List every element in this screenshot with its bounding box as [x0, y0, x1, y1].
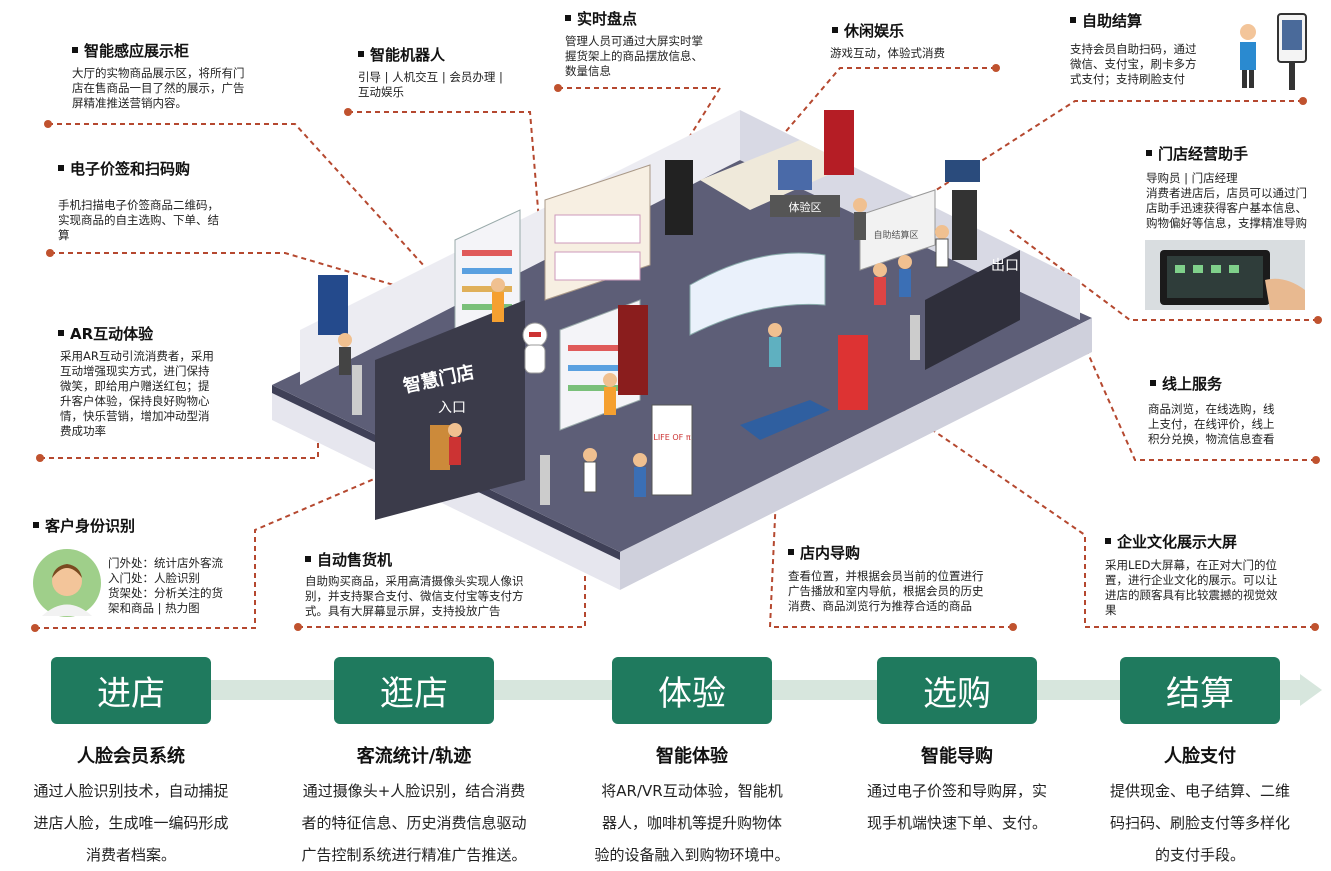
stage-desc-experience: 将AR/VR互动体验，智能机器人，咖啡机等提升购物体验的设备融入到购物环境中。	[594, 782, 790, 864]
stage-desc-select: 通过电子价签和导购屏，实现手机端快速下单、支付。	[866, 782, 1047, 832]
nav-screen	[651, 404, 693, 496]
stage-step-select: 选购	[877, 657, 1037, 724]
shelf-front	[559, 299, 648, 431]
feature-desc-e-label: 手机扫描电子价签商品二维码，实现商品的自主选购、下单、结算	[58, 198, 219, 242]
flow-arrow-icon	[1300, 674, 1322, 706]
exit-label: 出口	[991, 258, 1019, 274]
customer-avatar	[33, 549, 101, 617]
self-checkout-kiosk-image	[1240, 13, 1307, 90]
poster-label: LIFE OF π	[653, 433, 690, 442]
stage-title-browse: 客流统计/轨迹	[356, 746, 472, 767]
feature-title-smart-robot: 智能机器人	[358, 44, 445, 65]
feature-desc-smart-robot: 引导 | 人机交互 | 会员办理 |互动娱乐	[358, 70, 503, 99]
stage-step-experience: 体验	[612, 657, 772, 724]
shelf-center	[544, 164, 651, 301]
feature-desc-ar-interaction: 采用AR互动引流消费者，采用互动增强现实方式，进门保持微笑，即给用户赠送红包；提…	[60, 349, 214, 438]
feature-desc-store-assistant: 导购员 | 门店经理消费者进店后，店员可以通过门店助手迅速获得客户基本信息、购物…	[1146, 171, 1307, 230]
feature-title-culture-screen: 企业文化展示大屏	[1105, 531, 1237, 552]
feature-title-customer-id: 客户身份识别	[33, 515, 135, 536]
feature-desc-smart-showcase: 大厅的实物商品展示区，将所有门店在售商品一目了然的展示，广告屏精准推送营销内容。	[72, 66, 245, 110]
feature-title-vending: 自动售货机	[305, 549, 392, 570]
feature-desc-in-store-nav: 查看位置，并根据会员当前的位置进行广告播放和室内导航，根据会员的历史消费、商品浏…	[788, 569, 984, 613]
feature-title-ar-interaction: AR互动体验	[58, 323, 153, 344]
ar-screen	[318, 275, 348, 335]
feature-desc-self-checkout: 支持会员自助扫码，通过微信、支付宝，刷卡多方式支付；支持刷脸支付	[1070, 42, 1197, 86]
entrance-structure	[375, 300, 525, 520]
store-assistant-tablet-image	[1145, 240, 1305, 310]
feature-title-online-service: 线上服务	[1150, 373, 1222, 394]
feature-title-smart-showcase: 智能感应展示柜	[72, 40, 189, 61]
stage-desc-browse: 通过摄像头+人脸识别，结合消费者的特征信息、历史消费信息驱动广告控制系统进行精准…	[301, 782, 527, 864]
robot	[522, 322, 548, 374]
exit-structure	[925, 250, 1020, 370]
stage-title-experience: 智能体验	[656, 746, 728, 767]
feature-title-leisure: 休闲娱乐	[832, 20, 904, 41]
experience-zone-sign	[770, 195, 840, 217]
poster-board	[824, 110, 854, 175]
feature-desc-realtime-inventory: 管理人员可通过大屏实时掌握货架上的商品摆放信息、数量信息	[565, 34, 703, 78]
feature-title-store-assistant: 门店经营助手	[1146, 143, 1248, 164]
stage-step-enter: 进店	[51, 657, 211, 724]
stage-title-checkout: 人脸支付	[1164, 746, 1236, 767]
stage-desc-enter: 通过人脸识别技术，自动捕捉进店人脸，生成唯一编码形成消费者档案。	[33, 782, 229, 864]
feature-desc-leisure: 游戏互动，体验式消费	[830, 46, 945, 60]
feature-title-realtime-inventory: 实时盘点	[565, 8, 637, 29]
stage-step-checkout: 结算	[1120, 657, 1280, 724]
stage-title-select: 智能导购	[921, 746, 993, 767]
stage-desc-checkout: 提供现金、电子结算、二维码扫码、刷脸支付等多样化的支付手段。	[1109, 782, 1290, 864]
experience-zone-label: 体验区	[789, 200, 822, 214]
feature-title-self-checkout: 自助结算	[1070, 10, 1142, 31]
feature-title-e-label: 电子价签和扫码购	[58, 158, 190, 179]
feature-desc-culture-screen: 采用LED大屏幕，在正对大门的位置，进行企业文化的展示。可以让进店的顾客具有比较…	[1105, 558, 1278, 617]
feature-desc-vending: 自助购买商品，采用高清摄像头实现人像识别，并支持聚合支付、微信支付宝等支付方式。…	[305, 574, 524, 618]
stage-title-enter: 人脸会员系统	[77, 746, 185, 767]
self-checkout-sign: 自助结算区	[873, 229, 918, 241]
feature-title-in-store-nav: 店内导购	[788, 542, 860, 563]
entrance-label: 入口	[438, 400, 466, 416]
ad-board	[838, 335, 868, 410]
feature-desc-customer-id: 门外处：统计店外客流入门处：人脸识别货架处：分析关注的货架和商品 | 热力图	[108, 556, 223, 615]
feature-desc-online-service: 商品浏览，在线选购，线上支付，在线评价，线上积分兑换，物流信息查看	[1148, 402, 1275, 446]
culture-screen	[689, 252, 826, 336]
vending-machine	[665, 160, 693, 235]
stage-step-browse: 逛店	[334, 657, 494, 724]
